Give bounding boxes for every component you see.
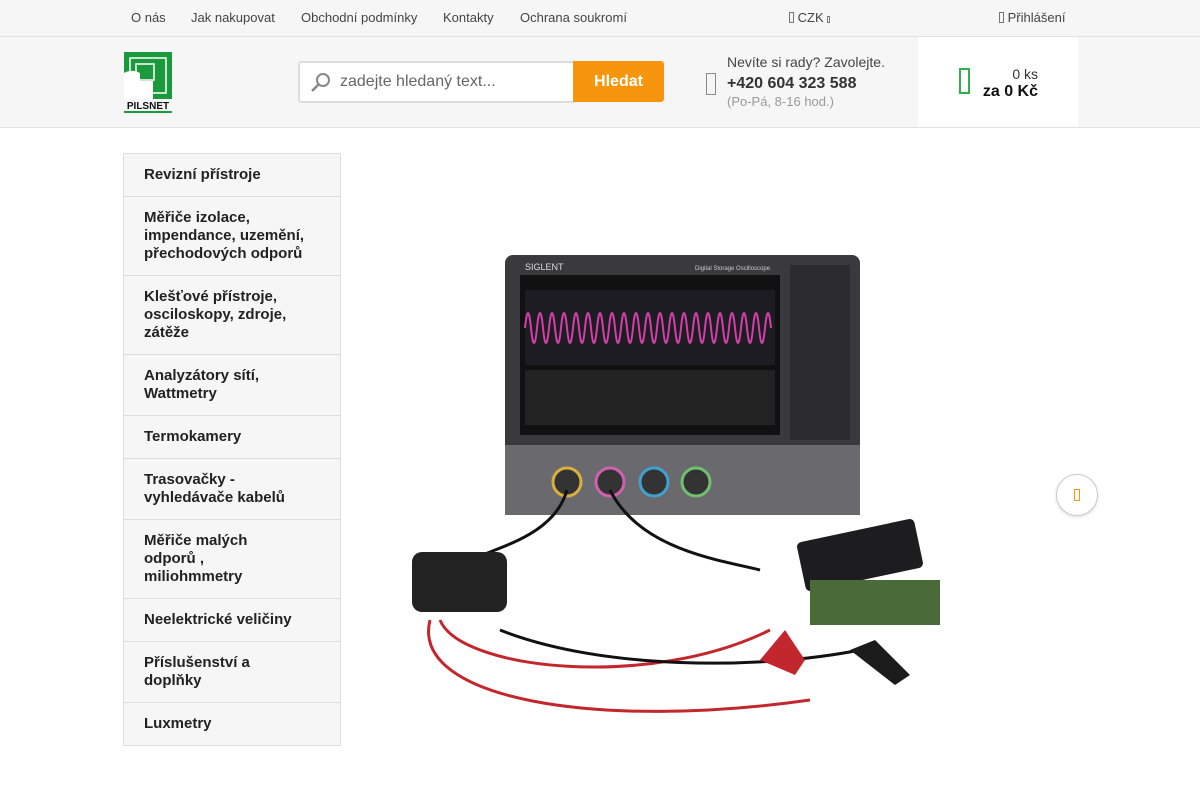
category-luxmetry[interactable]: Luxmetry <box>144 715 212 732</box>
currency-select[interactable]: CZK <box>789 10 831 25</box>
login-label: Přihlášení <box>1007 10 1066 25</box>
user-icon <box>999 12 1004 23</box>
carousel-next-button[interactable] <box>1056 474 1098 516</box>
category-merice-malych-odporu[interactable]: Měřiče malých odporů , miliohmmetry <box>124 520 340 599</box>
cart-count: 0 ks <box>1012 66 1038 82</box>
category-termokamery[interactable]: Termokamery <box>124 416 340 459</box>
header: PILSNET Hledat Nevíte si rady? Zavolejte… <box>0 37 1200 128</box>
phone-icon <box>706 73 716 95</box>
chevron-down-icon <box>827 16 831 23</box>
cart-total: za 0 Kč <box>982 83 1038 100</box>
scope-title: Digital Storage Oscilloscope <box>695 266 771 272</box>
scope-brand: SIGLENT <box>525 262 564 272</box>
category-trasovacky[interactable]: Trasovačky - vyhledávače kabelů <box>124 459 340 520</box>
pilsnet-logo[interactable]: PILSNET <box>123 51 173 113</box>
contact-hours: (Po-Pá, 8-16 hod.) <box>727 94 834 109</box>
nav-privacy[interactable]: Ochrana soukromí <box>520 10 627 25</box>
currency-icon <box>789 12 794 23</box>
cart-button[interactable]: 0 ks za 0 Kč <box>918 37 1078 127</box>
top-bar: O nás Jak nakupovat Obchodní podmínky Ko… <box>0 0 1200 37</box>
nav-contacts[interactable]: Kontakty <box>443 10 494 25</box>
nav-terms[interactable]: Obchodní podmínky <box>301 10 418 25</box>
category-revizni-pristroje[interactable]: Revizní přístroje <box>124 154 340 197</box>
category-merice-izolace[interactable]: Měřiče izolace, impendance, uzemění, pře… <box>124 197 340 276</box>
nav-how-to-buy[interactable]: Jak nakupovat <box>191 10 275 25</box>
nav-about[interactable]: O nás <box>131 10 166 25</box>
search-icon <box>311 73 330 92</box>
category-neelektricke-veliciny[interactable]: Neelektrické veličiny <box>124 599 340 642</box>
login-link[interactable]: Přihlášení <box>999 10 1065 25</box>
currency-label: CZK <box>797 10 824 25</box>
contact-phone[interactable]: +420 604 323 588 <box>727 75 857 92</box>
chevron-right-icon <box>1074 489 1080 501</box>
category-klestove-pristroje[interactable]: Klešťové přístroje, osciloskopy, zdroje,… <box>124 276 340 355</box>
search-button[interactable]: Hledat <box>573 61 664 102</box>
svg-text:PILSNET: PILSNET <box>127 101 169 112</box>
banner-oscilloscope-image[interactable]: SIGLENT Digital Storage Oscilloscope <box>400 250 1050 750</box>
search-box <box>298 61 574 103</box>
category-analyzatory-siti[interactable]: Analyzátory sítí, Wattmetry <box>124 355 340 416</box>
cart-icon <box>959 68 970 94</box>
contact-prompt: Nevíte si rady? Zavolejte. <box>727 54 885 70</box>
search-input[interactable] <box>340 73 560 91</box>
category-prislusenstvi[interactable]: Příslušenství a doplňky <box>124 642 340 703</box>
category-sidebar: Revizní přístroje Měřiče izolace, impend… <box>123 153 341 746</box>
